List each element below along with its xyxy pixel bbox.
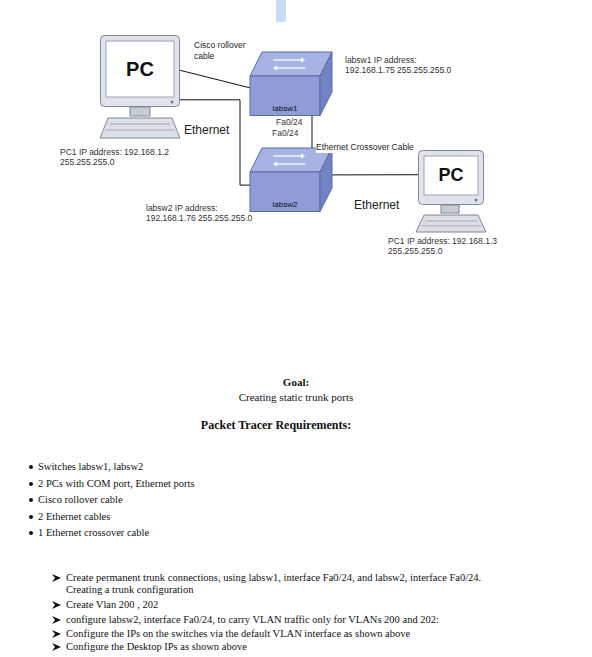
label-box: PC1 IP address: 192.168.1.3 255.255.255.… bbox=[388, 236, 510, 256]
cable-label: Ethernet bbox=[184, 123, 229, 137]
document-text: 2 PCs with COM port, Ethernet ports bbox=[38, 478, 458, 490]
pc-base bbox=[100, 107, 180, 138]
label-box: Fa0/24 bbox=[276, 117, 310, 127]
label-box: Packet Tracer Requirements: bbox=[126, 419, 426, 431]
document-text: Cisco rollover cable bbox=[38, 494, 458, 506]
switch-box: labsw2 bbox=[250, 148, 332, 212]
cable-label-box: Ethernet Crossover Cable bbox=[316, 136, 420, 154]
cable-label: Cisco rollover cable bbox=[194, 40, 246, 61]
label-box: Creating static trunk ports bbox=[146, 391, 446, 403]
top-bar bbox=[276, 0, 286, 22]
arrow-bullets bbox=[52, 574, 61, 651]
document-text: Switches labsw1, labsw2 bbox=[38, 461, 458, 473]
cable-label-box: Ethernet bbox=[184, 120, 236, 138]
cable-label: Ethernet bbox=[354, 198, 399, 212]
label-box: Configure the Desktop IPs as shown above bbox=[66, 641, 566, 653]
switch-label: labsw2 bbox=[273, 200, 298, 209]
annotation-text: labsw2 IP address: 192.168.1.76 255.255.… bbox=[146, 203, 266, 223]
annotation-text: PC1 IP address: 192.168.1.2 255.255.255.… bbox=[60, 147, 180, 167]
pc-base bbox=[416, 205, 486, 232]
cable-label: Ethernet Crossover Cable bbox=[316, 142, 414, 153]
annotation-text: Fa0/24 bbox=[276, 117, 310, 127]
switch-box: labsw1 bbox=[250, 52, 332, 116]
annotation-text: labsw1 IP address: 192.168.1.75 255.255.… bbox=[345, 55, 467, 75]
label-box: Cisco rollover cable bbox=[38, 494, 458, 506]
label-box: labsw2 IP address: 192.168.1.76 255.255.… bbox=[146, 203, 266, 223]
label-box: Create permanent trunk connections, usin… bbox=[66, 572, 498, 596]
label-box: Fa0/24 bbox=[272, 128, 306, 138]
annotation-text: Fa0/24 bbox=[272, 128, 306, 138]
label-box: Goal: bbox=[196, 376, 396, 388]
bullet-dots bbox=[29, 465, 33, 535]
label-box: 2 PCs with COM port, Ethernet ports bbox=[38, 478, 458, 490]
document-text: configure labsw2, interface Fa0/24, to c… bbox=[66, 614, 566, 626]
cable-line bbox=[332, 174, 418, 175]
pc-monitor: PC bbox=[100, 35, 180, 107]
document-text: Configure the IPs on the switches via th… bbox=[66, 628, 566, 640]
document-text: Goal: bbox=[196, 376, 396, 388]
document-text: Configure the Desktop IPs as shown above bbox=[66, 641, 566, 653]
label-box: Configure the IPs on the switches via th… bbox=[66, 628, 566, 640]
document-text: 2 Ethernet cables bbox=[38, 511, 458, 523]
pc-label: PC bbox=[438, 165, 463, 186]
label-box: 1 Ethernet crossover cable bbox=[38, 527, 458, 539]
document-text: Creating static trunk ports bbox=[146, 391, 446, 403]
label-box: Create Vlan 200 , 202 bbox=[66, 599, 566, 611]
label-box: labsw1 IP address: 192.168.1.75 255.255.… bbox=[345, 55, 467, 75]
label-box: Switches labsw1, labsw2 bbox=[38, 461, 458, 473]
cable-label-box: Ethernet bbox=[354, 195, 410, 213]
cable-label-box: Cisco rollover cable bbox=[194, 40, 246, 63]
cable-line bbox=[311, 116, 312, 148]
document-text: Create permanent trunk connections, usin… bbox=[66, 572, 498, 596]
document-text: 1 Ethernet crossover cable bbox=[38, 527, 458, 539]
label-box: configure labsw2, interface Fa0/24, to c… bbox=[66, 614, 566, 626]
annotation-text: PC1 IP address: 192.168.1.3 255.255.255.… bbox=[388, 236, 510, 256]
cable-line bbox=[180, 70, 250, 88]
document-text: Packet Tracer Requirements: bbox=[126, 419, 426, 431]
document-text: Create Vlan 200 , 202 bbox=[66, 599, 566, 611]
pc-monitor: PC bbox=[418, 150, 484, 205]
pc-label: PC bbox=[126, 58, 154, 81]
switch-label: labsw1 bbox=[273, 104, 298, 113]
cable-line bbox=[180, 100, 250, 185]
label-box: PC1 IP address: 192.168.1.2 255.255.255.… bbox=[60, 147, 180, 167]
label-box: 2 Ethernet cables bbox=[38, 511, 458, 523]
